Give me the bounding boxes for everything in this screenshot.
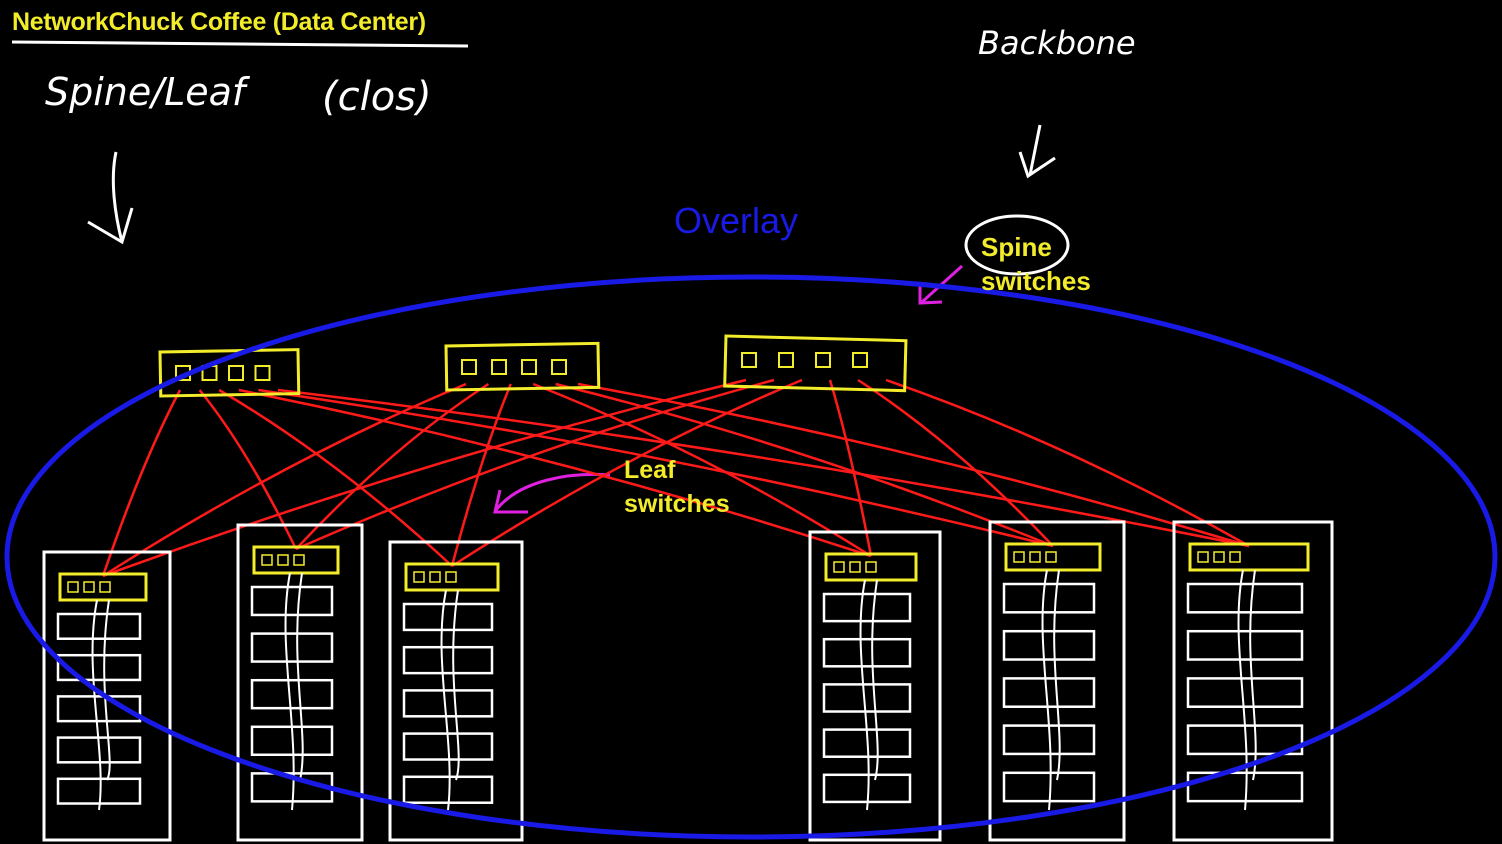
server-unit (1186, 677, 1304, 708)
backbone-label: Backbone (978, 24, 1136, 62)
server-rack (388, 540, 524, 842)
topology-alias: (clos) (322, 74, 432, 120)
server-unit (1002, 582, 1096, 614)
server-unit (822, 683, 912, 713)
leaf-switch (58, 572, 148, 602)
server-rack (988, 520, 1126, 842)
server-unit (56, 777, 142, 805)
server-unit (1002, 677, 1096, 708)
server-unit (402, 689, 494, 718)
server-unit (56, 653, 142, 682)
leaf-switch (404, 562, 500, 592)
leaf-switch (1004, 542, 1102, 572)
spine-switches (158, 334, 908, 398)
server-unit (1186, 582, 1304, 614)
spine-switch (444, 341, 601, 392)
title-underline (11, 40, 469, 48)
leaf-annotation-line1: Leaf (624, 456, 676, 484)
spine-leaf-link (532, 382, 872, 558)
switch-port (852, 352, 868, 368)
server-unit (822, 637, 912, 668)
spine-leaf-link (828, 379, 873, 557)
server-unit (402, 775, 494, 804)
spine-leaf-link (102, 378, 747, 578)
switch-port (815, 352, 831, 368)
spine-leaf-link (885, 378, 1250, 548)
spine-annotation-line1: Spine (981, 232, 1052, 262)
topology-label: Spine/Leaf (45, 70, 246, 114)
server-rack (1172, 520, 1334, 842)
switch-port (521, 359, 537, 375)
spine-leaf-link (277, 388, 1250, 548)
server-unit (250, 678, 334, 710)
server-unit (1002, 629, 1096, 661)
spine-switch (723, 334, 908, 393)
spine-highlight-circle (964, 214, 1070, 276)
switch-port (254, 365, 271, 381)
spine-leaf-link (101, 389, 182, 577)
leaf-switch (824, 552, 918, 582)
server-unit (822, 592, 912, 623)
spine-leaf-link (295, 378, 775, 551)
spine-leaf-link (102, 382, 467, 578)
overlay-label: Overlay (674, 200, 799, 241)
server-rack (42, 550, 172, 842)
leaf-switch (1188, 542, 1310, 572)
spine-leaf-link (451, 378, 803, 568)
spine-leaf-link (577, 382, 1250, 548)
switch-port (461, 359, 477, 375)
spine-leaf-arrow (87, 151, 134, 245)
server-unit (250, 632, 334, 663)
server-unit (402, 602, 494, 632)
leaf-switch (252, 545, 340, 575)
spine-leaf-link (857, 378, 1054, 547)
server-unit (402, 645, 494, 675)
server-unit (1186, 629, 1304, 661)
spine-leaf-link (238, 388, 872, 558)
server-unit (250, 585, 334, 617)
switch-port (741, 352, 757, 368)
switch-port (551, 359, 567, 375)
spine-leaf-link (218, 388, 453, 567)
page-title: NetworkChuck Coffee (Data Center) (12, 8, 426, 36)
leaf-annotation-line2: switches (624, 490, 730, 518)
server-unit (56, 612, 142, 640)
spine-leaf-link (450, 383, 512, 567)
switch-port (228, 365, 244, 381)
overlay-ellipse (4, 274, 1498, 840)
leaf-pointer-arrow (493, 472, 611, 514)
switch-port (778, 352, 794, 368)
server-rack (236, 523, 364, 842)
switch-port (491, 359, 507, 375)
backbone-arrow (1018, 124, 1056, 179)
server-unit (56, 695, 142, 723)
spine-leaf-link (258, 388, 1054, 548)
spine-annotation-line2: switches (981, 266, 1091, 296)
server-rack (808, 530, 942, 842)
server-racks (42, 520, 1334, 842)
spine-leaf-link (555, 382, 1054, 548)
